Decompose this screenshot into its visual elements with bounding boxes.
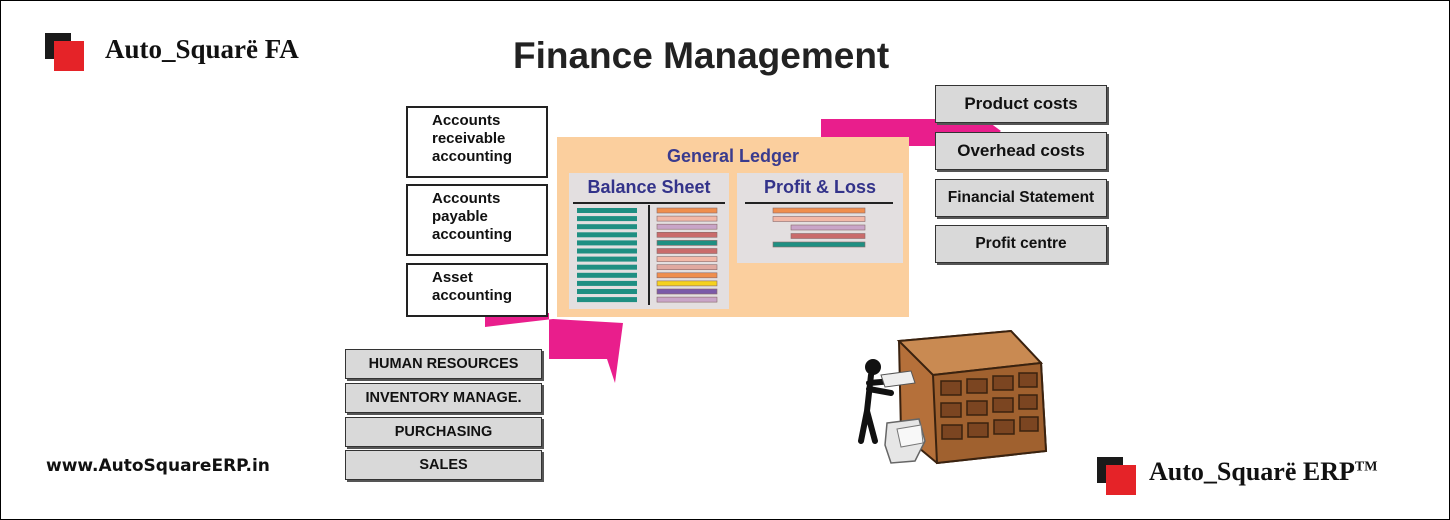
balance-sheet-left-line-7 [577, 264, 637, 270]
balance-sheet-left-line-9 [577, 280, 637, 286]
module-inventory: INVENTORY MANAGE. [345, 383, 542, 413]
balance-sheet-left-line-10 [577, 289, 637, 294]
output-product-costs: Product costs [935, 85, 1107, 123]
general-ledger-title: General Ledger [666, 146, 800, 166]
balance-sheet-right-line-10 [656, 288, 718, 295]
output-profit-centre: Profit centre [935, 225, 1107, 263]
balance-sheet-lines [573, 202, 725, 305]
profit-loss-panel: Profit & Loss [737, 173, 903, 263]
trademark-mark: TM [1354, 459, 1378, 475]
balance-sheet-left-line-11 [577, 297, 637, 303]
balance-sheet-right-line-5 [656, 248, 718, 254]
output-financial-statement: Financial Statement [935, 179, 1107, 217]
profit-loss-line-1 [772, 216, 866, 222]
brand-name-top: Auto_Squarë FA [105, 34, 299, 64]
brand-logo-top-icon [45, 33, 85, 73]
balance-sheet-left-line-8 [577, 272, 637, 278]
balance-sheet-left-line-1 [577, 216, 637, 222]
output-overhead-costs: Overhead costs [935, 132, 1107, 170]
brand-name-bottom-text: Auto_Squarë ERP [1149, 457, 1355, 486]
profit-loss-line-4 [772, 241, 866, 248]
balance-sheet-right-line-11 [656, 296, 718, 303]
profit-loss-line-2 [790, 224, 866, 231]
profit-loss-line-3 [790, 233, 866, 239]
module-human-resources: HUMAN RESOURCES [345, 349, 542, 379]
balance-sheet-right-line-8 [656, 272, 718, 279]
balance-sheet-right-line-6 [656, 256, 718, 262]
balance-sheet-right-line-9 [656, 280, 718, 287]
arrow-lower-icon [485, 313, 623, 383]
balance-sheet-left-line-0 [577, 208, 637, 213]
balance-sheet-right-line-4 [656, 240, 718, 246]
subledger-asset-accounting: Asset accounting [406, 263, 548, 317]
balance-sheet-left-line-3 [577, 232, 637, 238]
profit-loss-line-0 [772, 207, 866, 214]
module-purchasing: PURCHASING [345, 417, 542, 447]
subledger-accounts-payable: Accounts payable accounting [406, 184, 548, 256]
balance-sheet-left-line-4 [577, 240, 637, 246]
balance-sheet-right-line-7 [656, 264, 718, 270]
balance-sheet-left-line-2 [577, 224, 637, 230]
balance-sheet-right-line-0 [656, 207, 718, 214]
balance-sheet-title: Balance Sheet [587, 177, 711, 197]
general-ledger-panel: General Ledger Balance Sheet Profit & Lo… [557, 137, 909, 317]
page-title: Finance Management [513, 35, 890, 76]
balance-sheet-right-line-1 [656, 215, 718, 222]
profit-loss-lines [745, 202, 893, 248]
person-filing-cabinet-icon [858, 329, 1048, 465]
website-url: www.AutoSquareERP.in [46, 456, 270, 476]
balance-sheet-right-line-2 [656, 223, 718, 230]
balance-sheet-left-line-5 [577, 248, 637, 254]
brand-logo-bottom-icon [1097, 457, 1137, 497]
balance-sheet-panel: Balance Sheet [569, 173, 729, 309]
balance-sheet-right-line-3 [656, 231, 718, 238]
balance-sheet-left-line-6 [577, 256, 637, 262]
profit-loss-title: Profit & Loss [763, 177, 876, 197]
subledger-accounts-receivable: Accounts receivable accounting [406, 106, 548, 178]
brand-name-bottom: Auto_Squarë ERPTM [1149, 457, 1377, 487]
module-sales: SALES [345, 450, 542, 480]
